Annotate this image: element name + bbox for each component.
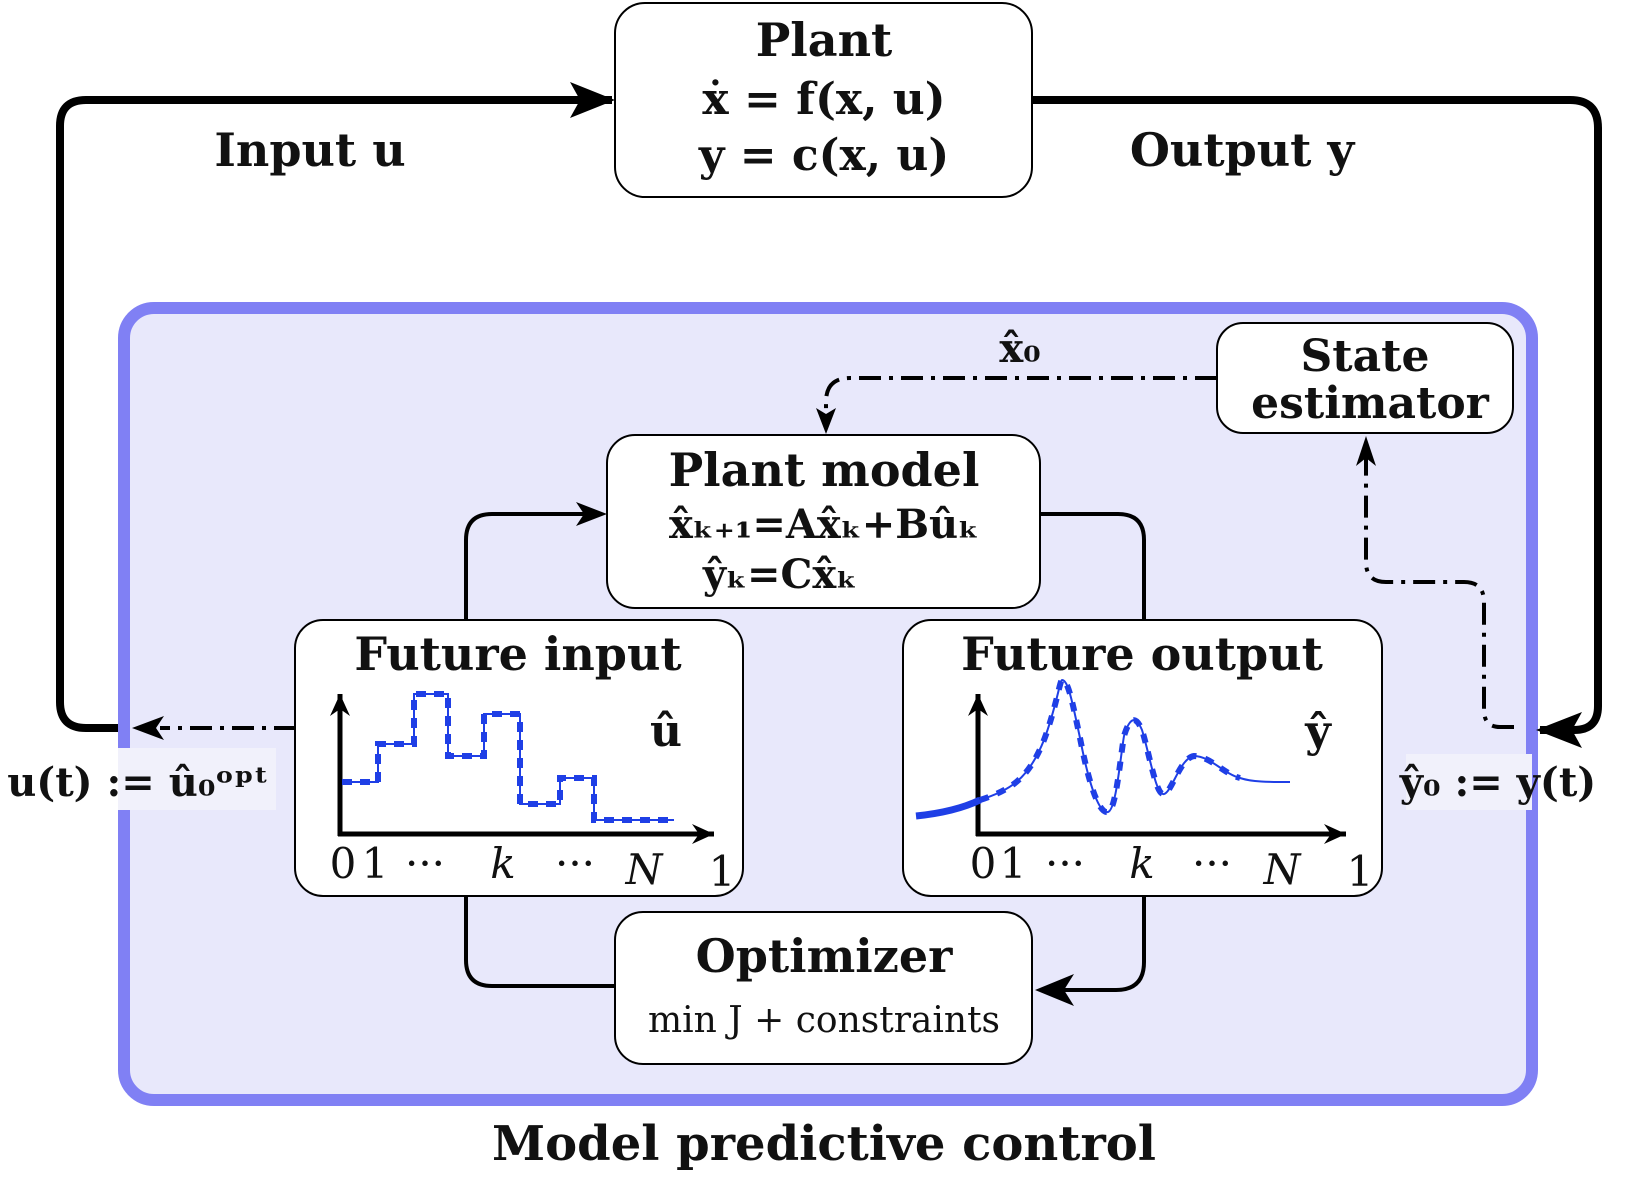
output-arrow: [1032, 96, 1602, 734]
future-output-tick-k: k: [1129, 839, 1154, 888]
future-output-curve: [979, 678, 1291, 814]
uopt-arrow-head: [132, 716, 164, 740]
future-input-tick-1: 1: [362, 839, 389, 888]
input-label: Input u: [214, 123, 405, 177]
plant-model-title: Plant model: [669, 443, 980, 497]
future-output-tick-dots2: ···: [1192, 839, 1232, 888]
future-input-curve-dashes: [342, 691, 674, 823]
output-label: Output y: [1130, 123, 1356, 177]
future-input-symbol: û: [650, 706, 682, 757]
plant-box: [614, 2, 1033, 198]
input-arrow: [56, 96, 612, 732]
model-to-output-line: [1040, 512, 1146, 620]
x0-label: x̂₀: [999, 325, 1040, 372]
future-input-title: Future input: [354, 627, 682, 681]
plant-title: Plant: [756, 13, 893, 67]
future-output-tick-N: N: [1263, 845, 1302, 894]
future-input-tick-end: 1: [709, 847, 736, 896]
mpc-region: [118, 302, 1538, 1106]
future-output-tick-0: 0: [970, 839, 997, 888]
y-assign-label: ŷ₀ := y(t): [1399, 759, 1596, 806]
x0-arrow-head: [816, 408, 836, 434]
optimizer-subtitle: min J + constraints: [648, 1000, 1000, 1041]
y-assign-bg: [1406, 754, 1532, 810]
future-output-tick-dots1: ···: [1045, 839, 1085, 888]
output-arrow-head: [1536, 712, 1582, 748]
output-to-optimizer-line: [1046, 896, 1146, 992]
output-to-optimizer-head: [1035, 974, 1074, 1006]
future-output-tick-1: 1: [1000, 839, 1027, 888]
plant-model-eq2: ŷₖ=Cx̂ₖ: [702, 551, 857, 598]
optimizer-title: Optimizer: [696, 929, 953, 983]
future-output-tick-end: 1: [1347, 847, 1374, 896]
future-input-tick-dots1: ···: [405, 839, 445, 888]
mpc-label: Model predictive control: [492, 1116, 1156, 1172]
plant-eq2: y = c(x, u): [698, 130, 949, 181]
estimator-arrow-head: [1356, 436, 1376, 466]
input-to-model-line: [464, 512, 590, 620]
future-output-title: Future output: [961, 627, 1323, 681]
future-output-symbol: ŷ: [1304, 706, 1332, 757]
future-output-curve-dashes: [979, 676, 1241, 815]
u-assign-bg: [118, 748, 276, 810]
input-arrow-head: [570, 82, 615, 118]
future-output-box: [902, 619, 1383, 897]
state-estimator-line1: State: [1301, 331, 1430, 382]
x0-arrow: [824, 376, 1217, 428]
future-input-tick-dots2: ···: [555, 839, 595, 888]
optimizer-box: [614, 911, 1033, 1065]
plant-eq1: ẋ = f(x, u): [702, 74, 945, 125]
input-to-model-head: [576, 502, 607, 526]
plant-model-eq1: x̂ₖ₊₁=Ax̂ₖ+Bûₖ: [669, 501, 979, 548]
future-output-past: [915, 796, 982, 820]
u-assign-label: u(t) := û₀ᵒᵖᵗ: [7, 759, 269, 806]
state-estimator-line2: estimator: [1251, 378, 1490, 429]
optimizer-to-input-line: [464, 896, 615, 988]
plant-model-box: [606, 434, 1041, 609]
future-input-tick-0: 0: [330, 839, 357, 888]
future-input-tick-k: k: [490, 839, 515, 888]
future-input-tick-N: N: [625, 845, 664, 894]
